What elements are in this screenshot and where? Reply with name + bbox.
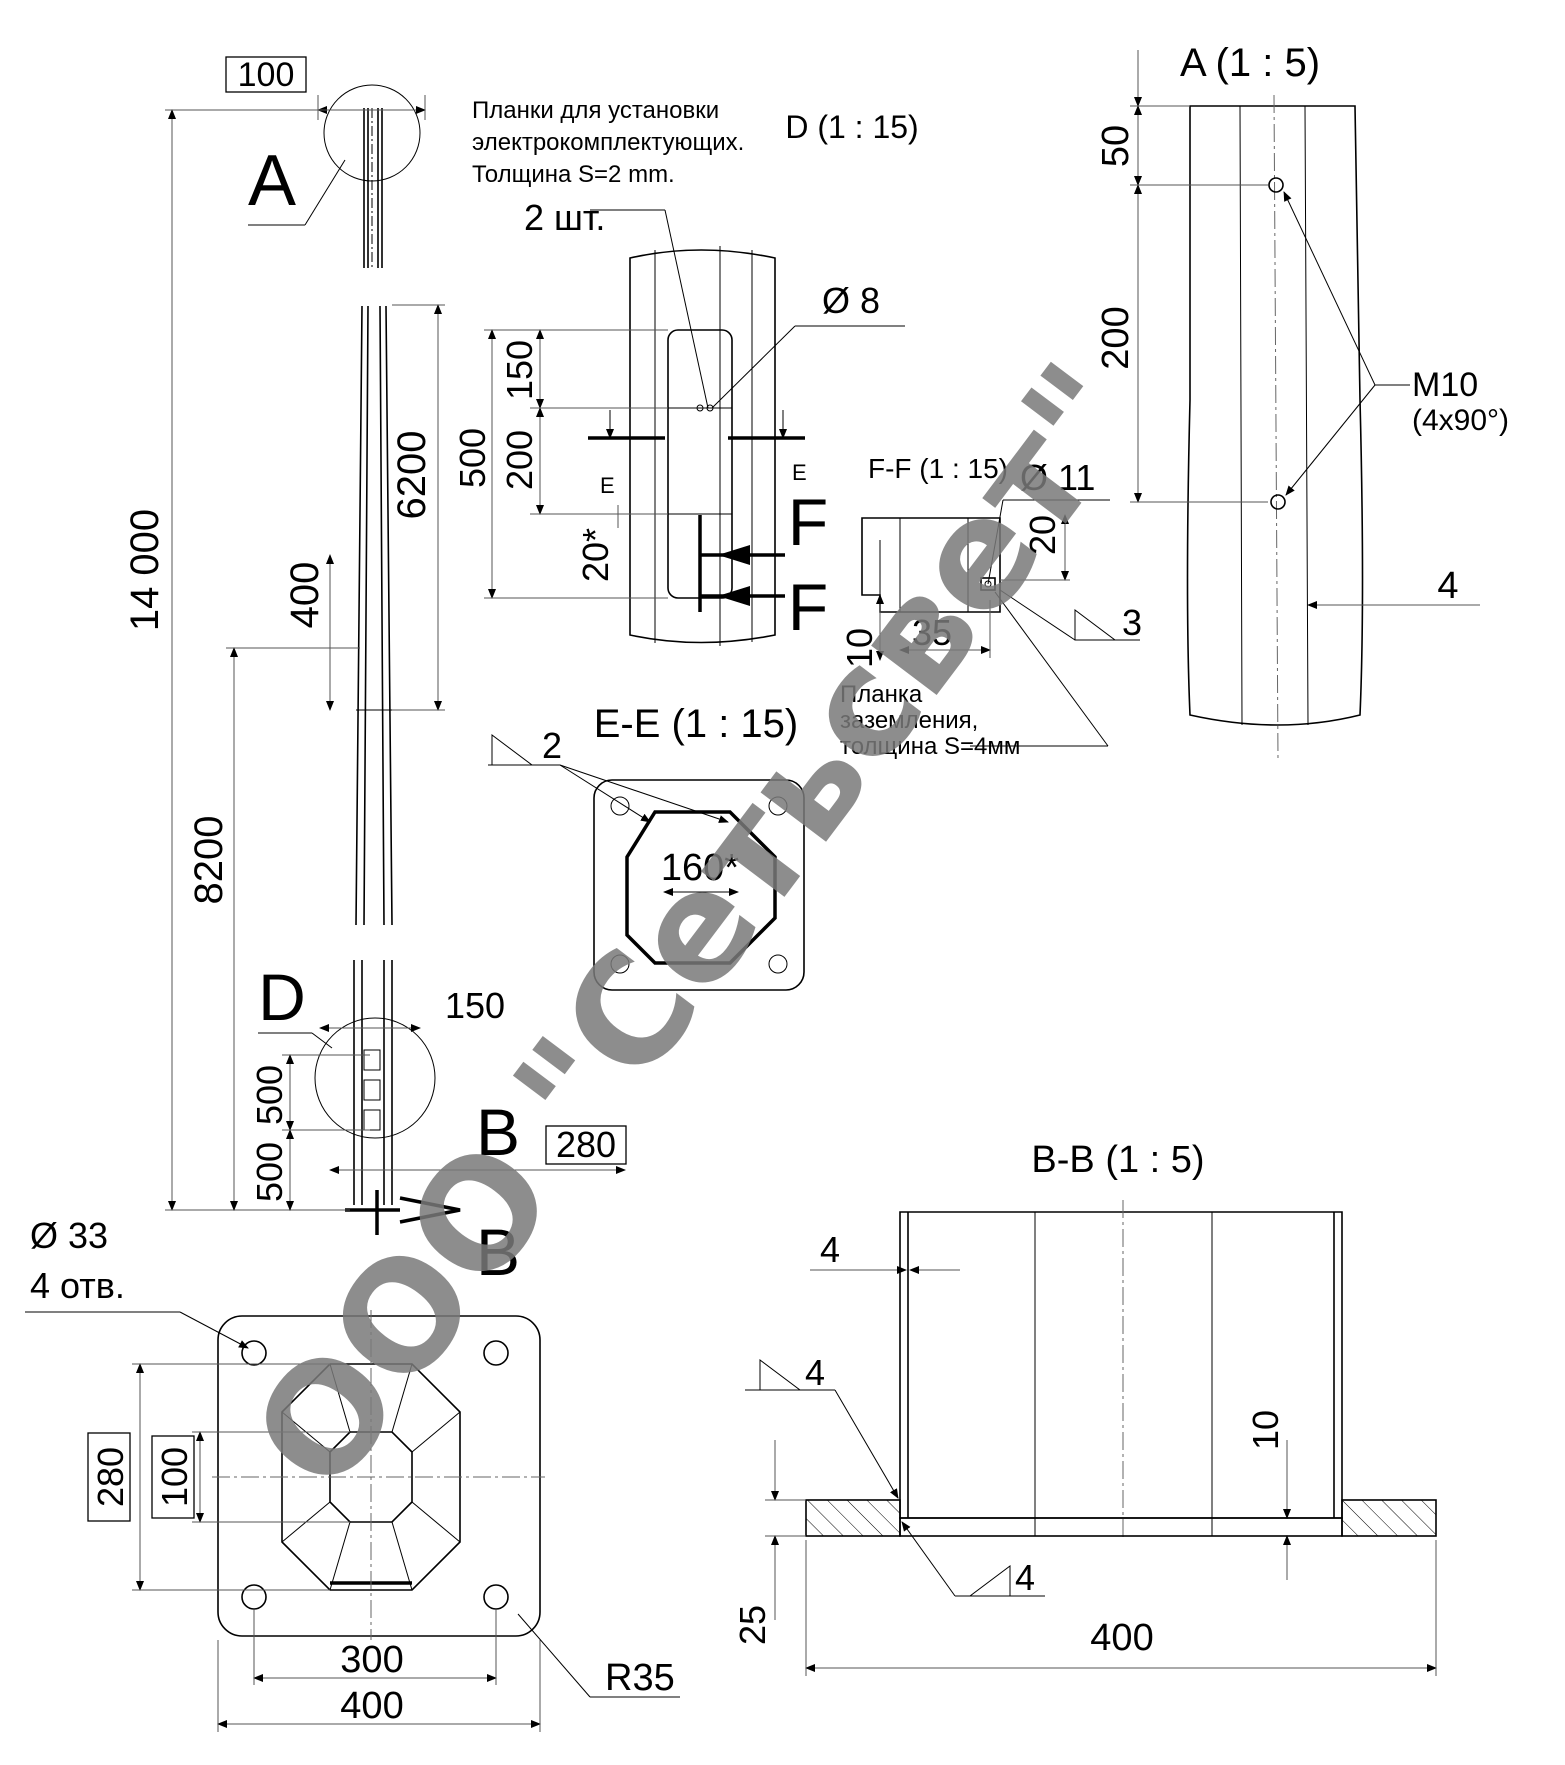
detail-circle-d	[314, 1017, 436, 1139]
dim-bb-400: 400	[1090, 1617, 1153, 1659]
detail-a-view: A (1 : 5) M10 (4x90°) 50 200 4	[1095, 41, 1509, 761]
dim-a-50: 50	[1095, 125, 1137, 167]
dim-bb-4: 4	[820, 1229, 840, 1270]
label-section-ee: E-E (1 : 15)	[594, 702, 799, 746]
dim-upper-section: 6200	[390, 431, 434, 520]
dim-a-4: 4	[1437, 565, 1458, 607]
note-thread-pattern: (4x90°)	[1412, 404, 1509, 437]
dim-a-200: 200	[1095, 306, 1137, 369]
section-ee-view: E-E (1 : 15) 160* 2	[488, 702, 805, 991]
dim-dd-200: 200	[499, 430, 540, 490]
dim-base-280: 280	[90, 1447, 131, 1507]
dim-bb-weld-top: 4	[805, 1352, 825, 1393]
dim-d-500a: 500	[249, 1065, 290, 1125]
callout-b-bottom: B	[476, 1215, 520, 1289]
dim-ff-weld: 3	[1122, 602, 1142, 643]
detail-d-view: D (1 : 15) Планки для установки электрок…	[452, 97, 919, 646]
watermark: ООО "Сетьсвет"	[220, 333, 1176, 1522]
dim-d-500b: 500	[249, 1142, 290, 1202]
note-ground-2: заземления,	[840, 707, 978, 734]
dim-bb-10: 10	[1245, 1410, 1286, 1450]
note-thread: M10	[1412, 366, 1478, 404]
dim-dd-hole: Ø 8	[822, 280, 880, 321]
dim-lower-section: 8200	[187, 816, 231, 905]
dim-top-width: 100	[238, 56, 295, 94]
dim-base-r: R35	[605, 1657, 675, 1699]
dim-overlap: 400	[283, 562, 327, 629]
note-holes-dia: Ø 33	[30, 1215, 108, 1256]
callout-e-right: E	[792, 460, 807, 485]
dim-dd-20: 20*	[575, 528, 616, 582]
label-detail-d: D (1 : 15)	[785, 109, 918, 145]
note-ground-1: Планка	[840, 681, 923, 708]
callout-f-bottom: F	[788, 570, 828, 644]
dim-base-ref: 280	[556, 1124, 616, 1165]
label-section-ff: F-F (1 : 15)	[868, 453, 1008, 484]
base-plate-plan: Ø 33 4 отв. 280 100 300 400 R35	[25, 1215, 680, 1732]
note-qty: 2 шт.	[524, 197, 605, 238]
dim-base-400: 400	[340, 1685, 403, 1727]
dim-base-300: 300	[340, 1639, 403, 1681]
dim-base-100: 100	[154, 1447, 195, 1507]
dim-ee-weld: 2	[542, 725, 562, 766]
note-holes-count: 4 отв.	[30, 1265, 125, 1306]
callout-a: A	[248, 141, 296, 221]
section-bb-view: B-B (1 : 5) 4 4 4 10 25 400	[732, 1139, 1437, 1676]
callout-d: D	[258, 960, 306, 1034]
dim-bb-weld-bot: 4	[1015, 1557, 1035, 1598]
note-plates-2: электрокомплектующих.	[472, 129, 744, 156]
callout-e-left: E	[600, 473, 615, 498]
dim-bb-25: 25	[732, 1605, 773, 1645]
dim-total-height: 14 000	[123, 509, 167, 631]
dim-ff-20: 20	[1022, 515, 1063, 555]
dim-ff-hole: Ø 11	[1020, 457, 1095, 498]
dim-dd-150: 150	[499, 340, 540, 400]
dim-dd-500: 500	[452, 428, 493, 488]
note-plates-1: Планки для установки	[472, 97, 719, 124]
dim-ee-160: 160*	[661, 847, 739, 889]
section-ff-view: F-F (1 : 15) Ø 11 20 35 10 3 Планка зазе…	[839, 453, 1142, 760]
dim-d-width: 150	[445, 985, 505, 1026]
callout-f-top: F	[788, 485, 828, 559]
note-plates-3: Толщина S=2 mm.	[472, 161, 675, 188]
dim-ff-10: 10	[839, 628, 880, 668]
pole-elevation: 100 A 14 000 6200 400 8200 D 150	[123, 56, 627, 1289]
dim-ff-35: 35	[912, 612, 952, 653]
label-section-bb: B-B (1 : 5)	[1031, 1139, 1204, 1181]
label-detail-a: A (1 : 5)	[1180, 41, 1320, 85]
callout-b-top: B	[476, 1095, 520, 1169]
